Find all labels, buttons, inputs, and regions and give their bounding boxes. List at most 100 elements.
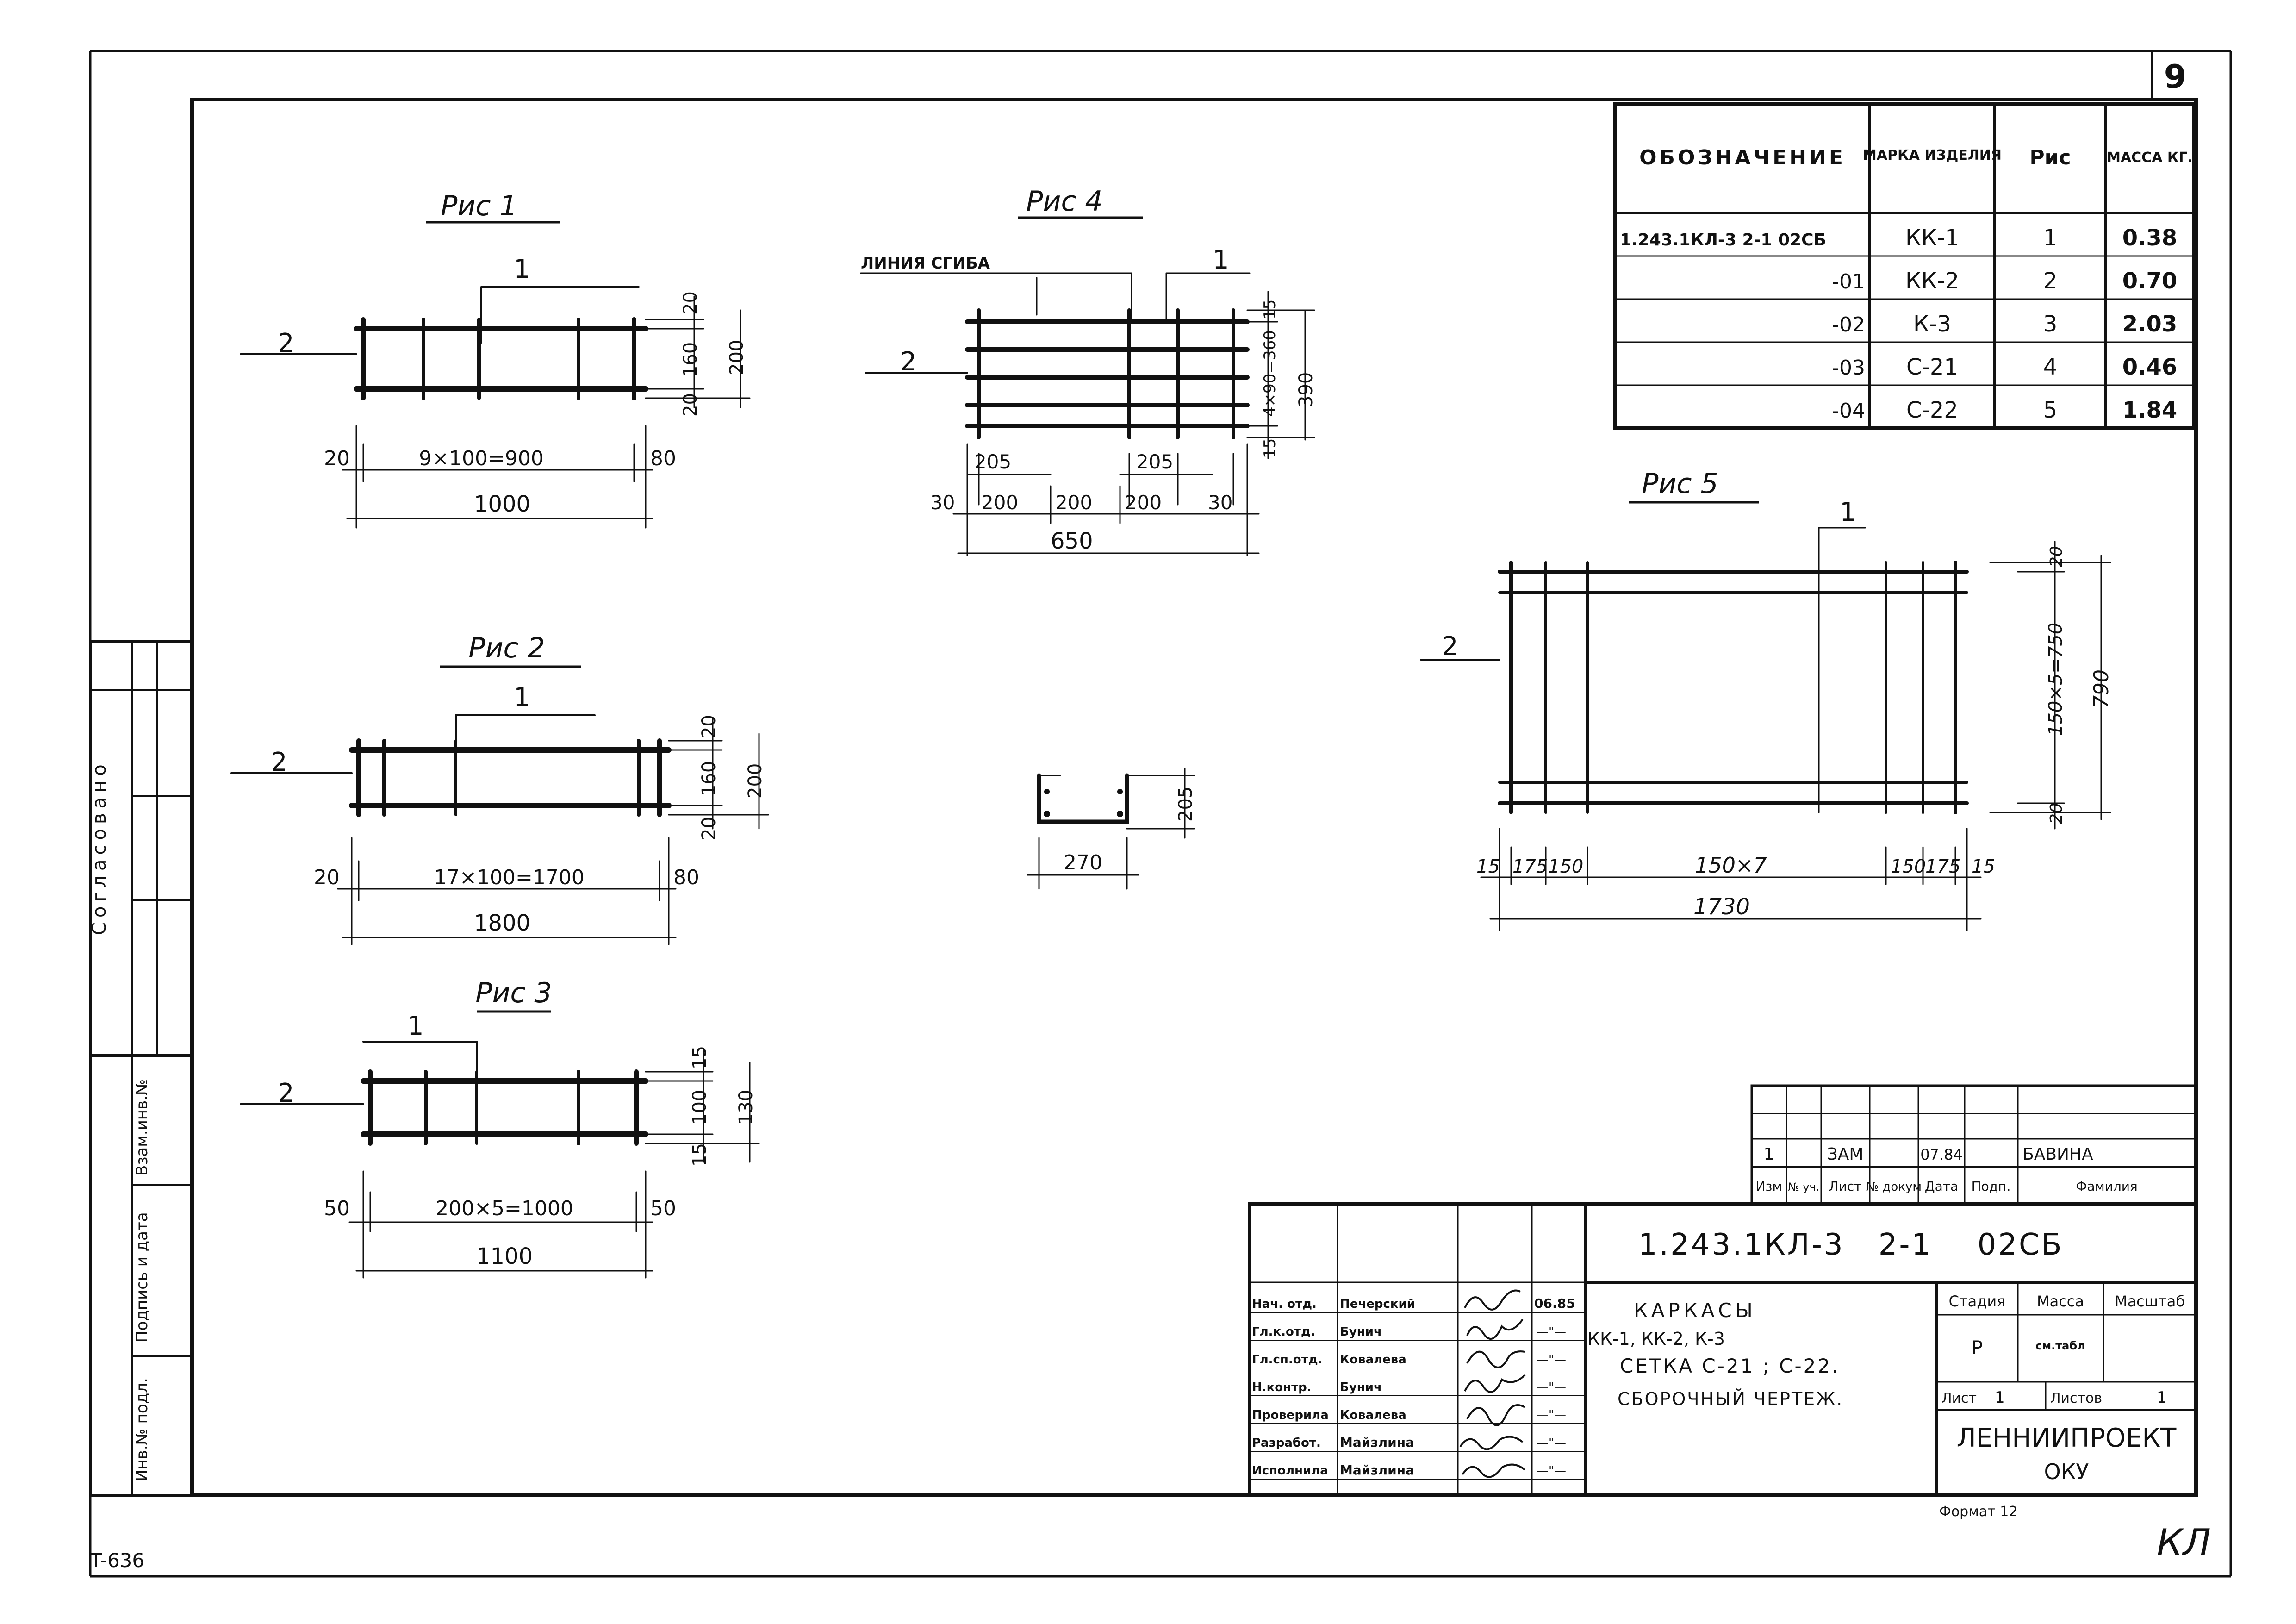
- signer-date: —"—: [1537, 1325, 1566, 1339]
- archive-mark: T-636: [90, 1549, 144, 1572]
- fig4-callout: 2: [900, 347, 917, 377]
- spec-row-mass: 0.46: [2122, 354, 2177, 380]
- spec-header-fig: Рис: [2029, 146, 2071, 169]
- signer-date: —"—: [1537, 1380, 1566, 1394]
- fig3-dim: 1100: [476, 1243, 533, 1269]
- spec-row-fig: 4: [2043, 354, 2058, 380]
- spec-row-mark: КК-1: [1905, 225, 1959, 251]
- signer-date: —"—: [1537, 1436, 1566, 1450]
- fig3-callout: 1: [407, 1011, 424, 1041]
- fig3-dim: 100: [689, 1090, 710, 1125]
- sheet-number: 9: [2164, 58, 2187, 96]
- signer-role: Исполнила: [1252, 1464, 1328, 1478]
- fig2-dim: 20: [314, 866, 340, 889]
- drawing-name-line: КК-1, КК-2, К-3: [1587, 1329, 1725, 1349]
- signer-name: Майзлина: [1340, 1462, 1414, 1478]
- title-block: [1248, 1202, 2198, 1497]
- spec-row-mass: 0.38: [2122, 225, 2177, 251]
- mass-label: Масса: [2037, 1293, 2084, 1310]
- fig5-dim: 15: [1476, 856, 1500, 877]
- sheet-value: 1: [1995, 1388, 2005, 1407]
- revision-header: Подп.: [1972, 1179, 2011, 1194]
- spec-header-designation: ОБОЗНАЧЕНИЕ: [1639, 146, 1846, 169]
- fig4-fold-line: ЛИНИЯ СГИБА: [861, 254, 990, 273]
- fig2-callout: 2: [271, 747, 287, 777]
- figure-1: Рис 1 1 2 20: [240, 190, 751, 529]
- spec-row-mass: 0.70: [2122, 268, 2177, 294]
- fig1-dim: 160: [680, 342, 701, 377]
- fig5-dim: 790: [2090, 669, 2113, 708]
- fig5-dim: 20: [2047, 546, 2066, 567]
- signer-role: Разработ.: [1252, 1436, 1321, 1450]
- revision-header: Лист: [1829, 1179, 1862, 1194]
- replace-inv-label: Взам.инв.№: [133, 1079, 151, 1176]
- fig1-dim: 80: [650, 447, 676, 470]
- spec-row-mark: С-22: [1906, 397, 1958, 423]
- spec-row-mark: КК-2: [1905, 268, 1959, 294]
- fig5-dim: 1730: [1693, 894, 1750, 920]
- fig1-dim: 20: [680, 291, 701, 315]
- signer-role: Гл.сп.отд.: [1252, 1353, 1323, 1367]
- figure-4: Рис 4 ЛИНИЯ СГИБА: [860, 185, 1317, 556]
- fig4-dim: 200: [1055, 491, 1092, 514]
- revision-header: Дата: [1925, 1179, 1959, 1194]
- fig4-callout: 1: [1213, 245, 1229, 275]
- specification-table: [1613, 102, 2196, 430]
- scale-label: Масштаб: [2115, 1293, 2185, 1310]
- fig3-dim: 15: [689, 1046, 710, 1069]
- fig5-dim: 150: [1548, 856, 1583, 877]
- fig4-dim: 650: [1051, 528, 1093, 554]
- document-code: 1.243.1КЛ-3 2-1 02СБ: [1638, 1228, 2064, 1262]
- fig3-title: Рис 3: [475, 977, 552, 1009]
- spec-row-designation: -01: [1832, 270, 1865, 294]
- fig4-dim: 390: [1295, 372, 1317, 407]
- fig5-dim: 175: [1925, 856, 1960, 877]
- fig5-dim: 150×5=750: [2045, 623, 2066, 736]
- stage-value: Р: [1972, 1337, 1983, 1359]
- spec-row-mark: С-21: [1906, 354, 1958, 380]
- agreed-label: Согласовано: [89, 760, 110, 935]
- corner-mark: КЛ: [2157, 1521, 2211, 1564]
- revision-cell: ЗАМ: [1827, 1145, 1864, 1164]
- fig2-dim: 160: [698, 761, 720, 796]
- fig5-dim: 150×7: [1695, 853, 1767, 878]
- sheets-value: 1: [2157, 1388, 2167, 1407]
- fig4-dim: 15: [1261, 438, 1279, 458]
- organization-name: ЛЕННИИПРОЕКТ: [1957, 1423, 2177, 1453]
- spec-row-designation: -02: [1832, 313, 1865, 337]
- fig1-callout: 1: [514, 254, 530, 284]
- mass-value: см.табл: [2035, 1339, 2085, 1352]
- signer-date: —"—: [1537, 1408, 1566, 1422]
- fig4-dim: 205: [974, 450, 1011, 473]
- spec-row-designation: -03: [1832, 356, 1865, 380]
- fig4-dim: 4×90=360: [1261, 330, 1279, 417]
- signer-name: Майзлина: [1340, 1435, 1414, 1450]
- fig4-dim: 200: [1125, 491, 1162, 514]
- signer-role: Проверила: [1252, 1408, 1329, 1422]
- fig2-callout: 1: [514, 682, 530, 712]
- revision-cell: 1: [1764, 1145, 1774, 1164]
- signer-role: Нач. отд.: [1252, 1297, 1317, 1311]
- spec-row-designation: 1.243.1КЛ-3 2-1 02СБ: [1620, 231, 1826, 250]
- drawing-name-line: СБОРОЧНЫЙ ЧЕРТЕЖ.: [1618, 1389, 1843, 1409]
- signer-role: Гл.к.отд.: [1252, 1325, 1315, 1339]
- spec-row-fig: 3: [2043, 311, 2058, 337]
- spec-row-fig: 5: [2043, 397, 2058, 423]
- fig4-dim: 30: [1208, 491, 1232, 514]
- stage-label: Стадия: [1949, 1293, 2006, 1310]
- sheet-label: Лист: [1941, 1390, 1977, 1406]
- revision-header: № уч.: [1788, 1181, 1820, 1193]
- spec-row-mass: 2.03: [2122, 311, 2177, 337]
- figure-4-section: 205 270: [1027, 768, 1196, 890]
- signer-date: 06.85: [1534, 1296, 1575, 1311]
- spec-row-designation: -04: [1832, 399, 1865, 423]
- drawing-name-line: СЕТКА С-21 ; С-22.: [1620, 1355, 1840, 1377]
- fig5-callout: 2: [1442, 631, 1458, 662]
- organization-unit: ОКУ: [2044, 1459, 2089, 1484]
- figure-5: Рис 5: [1420, 468, 2113, 931]
- signer-date: —"—: [1537, 1464, 1566, 1478]
- spec-header-mass: МАССА КГ.: [2107, 150, 2193, 166]
- fig5-dim: 20: [2047, 803, 2066, 824]
- signer-name: Бунич: [1340, 1380, 1382, 1394]
